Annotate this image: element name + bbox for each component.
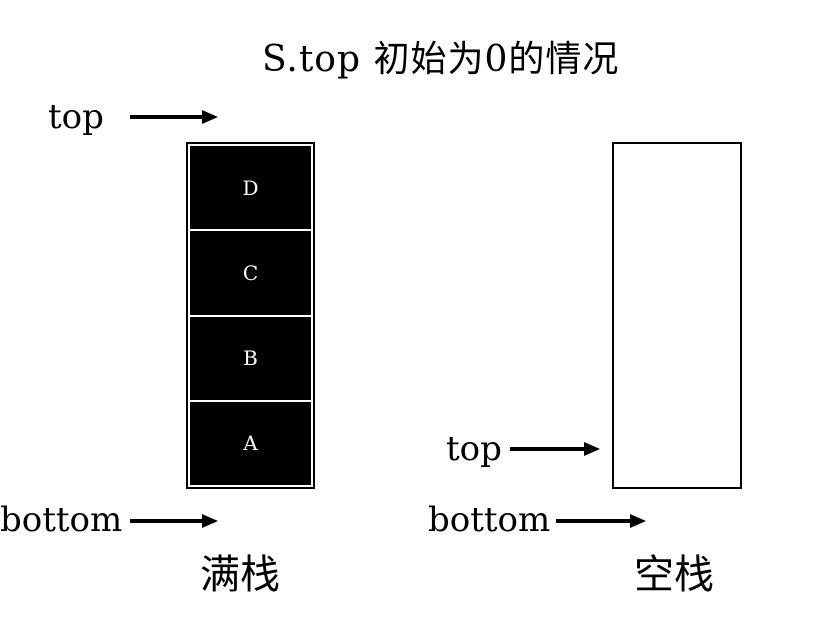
empty-stack-top-arrow [510,442,600,456]
empty-stack-top-label: top [446,429,502,469]
full-stack-caption: 满栈 [200,552,280,598]
stack-cell: A [190,401,311,485]
full-stack: D C B A [186,142,315,489]
empty-stack-bottom-label: bottom [428,500,551,540]
full-stack-bottom-label: bottom [0,500,123,540]
empty-stack [612,142,742,489]
empty-stack-bottom-arrow [556,514,646,528]
full-stack-bottom-arrow [130,514,218,528]
full-stack-top-label: top [48,97,104,137]
stack-cell: C [190,231,311,315]
full-stack-top-arrow [130,110,218,124]
diagram-title: S.top 初始为0的情况 [262,39,620,80]
full-stack-cells: D C B A [190,146,311,485]
empty-stack-caption: 空栈 [634,552,714,598]
stack-cell: B [190,316,311,400]
stack-cell: D [190,146,311,230]
